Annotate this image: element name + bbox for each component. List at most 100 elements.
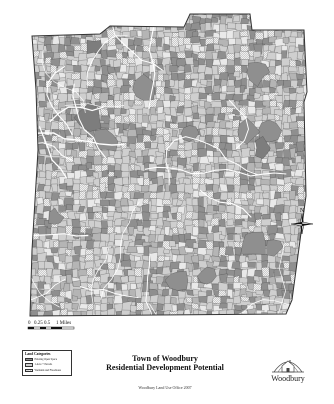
parcel <box>81 319 90 328</box>
parcel <box>207 316 214 327</box>
parcel <box>36 58 45 64</box>
open-space-parcel <box>181 125 200 142</box>
parcel <box>288 72 298 81</box>
parcel <box>204 66 214 76</box>
parcel <box>123 14 130 23</box>
parcel <box>136 246 146 254</box>
parcel <box>106 99 115 109</box>
road <box>228 99 250 150</box>
parcel <box>30 156 31 165</box>
parcel <box>72 280 81 288</box>
parcel <box>239 50 250 60</box>
parcel <box>148 234 157 244</box>
road <box>30 219 60 308</box>
parcel <box>79 16 92 24</box>
parcel <box>165 318 172 324</box>
parcel <box>52 35 60 45</box>
parcel <box>234 14 243 16</box>
parcel <box>149 155 156 163</box>
parcel <box>43 310 54 316</box>
parcel <box>57 14 67 27</box>
parcel <box>311 8 321 15</box>
parcel <box>260 218 272 227</box>
parcel <box>64 191 73 197</box>
parcel <box>186 289 195 296</box>
parcel <box>305 311 307 316</box>
parcel <box>213 84 221 93</box>
parcel <box>177 72 186 81</box>
parcel <box>169 240 176 247</box>
parcel <box>51 25 59 33</box>
parcel <box>302 269 307 281</box>
parcel <box>310 113 316 119</box>
parcel <box>30 122 33 129</box>
parcel <box>283 149 292 160</box>
parcel <box>199 129 205 137</box>
parcel <box>295 59 302 67</box>
parcel <box>253 275 260 282</box>
parcel <box>232 129 239 137</box>
parcel <box>177 205 186 215</box>
parcel <box>129 311 138 316</box>
parcel <box>198 318 206 324</box>
parcel <box>35 303 45 311</box>
parcel <box>177 290 186 301</box>
parcel <box>282 15 293 22</box>
map-title: Town of Woodbury Residential Development… <box>100 354 230 372</box>
parcel <box>169 14 180 20</box>
parcel <box>218 289 227 297</box>
parcel <box>113 294 124 305</box>
parcel <box>311 163 320 173</box>
parcel <box>311 170 319 179</box>
parcel <box>281 212 289 220</box>
parcel <box>171 226 179 234</box>
parcel <box>289 147 296 159</box>
parcel <box>225 309 235 316</box>
parcel <box>30 73 34 83</box>
parcel <box>71 142 79 150</box>
parcel <box>99 199 110 207</box>
open-space-parcel <box>197 266 217 285</box>
road <box>30 217 89 237</box>
legend-label: 1 Acre + Parcels <box>34 363 53 367</box>
parcel <box>267 44 276 52</box>
parcel <box>246 162 255 172</box>
parcel <box>52 309 61 316</box>
parcel <box>59 24 68 34</box>
parcel <box>310 256 321 263</box>
open-space-parcel <box>240 231 266 255</box>
parcel <box>312 128 320 137</box>
parcel <box>178 16 185 27</box>
parcel <box>304 44 307 54</box>
parcel <box>240 296 250 302</box>
parcel <box>86 310 94 316</box>
scale-tick-0-25: 0.25 <box>34 321 43 326</box>
parcel <box>312 285 322 292</box>
parcel <box>164 22 172 30</box>
parcel <box>219 183 229 192</box>
parcel <box>115 15 126 26</box>
parcel <box>43 14 54 15</box>
parcel <box>171 88 179 94</box>
map-legend: Land Categories Existing Open Space 1 Ac… <box>22 350 72 376</box>
parcel <box>255 289 264 296</box>
parcel <box>219 234 226 240</box>
parcel <box>218 127 228 136</box>
parcel <box>143 16 151 26</box>
parcel <box>70 36 81 45</box>
parcel <box>232 15 240 22</box>
parcel <box>109 120 115 129</box>
road <box>144 166 287 177</box>
parcel <box>192 176 201 185</box>
parcel <box>303 242 307 249</box>
parcel <box>253 92 261 99</box>
road <box>30 14 78 32</box>
parcel <box>255 14 262 20</box>
parcel <box>233 295 241 304</box>
parcel <box>295 310 303 316</box>
parcel <box>261 297 271 305</box>
parcel <box>50 16 60 26</box>
parcel <box>303 281 307 288</box>
parcel <box>31 254 38 261</box>
parcel <box>310 135 319 143</box>
